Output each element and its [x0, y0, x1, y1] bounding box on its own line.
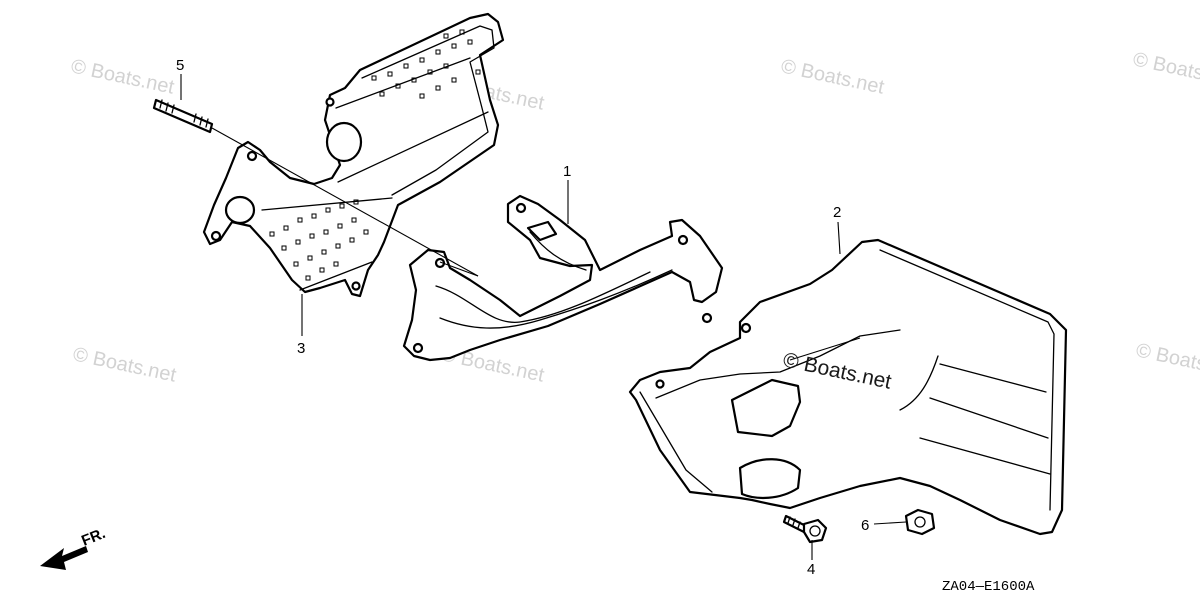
callout-2: 2 — [833, 204, 841, 221]
callout-3: 3 — [297, 340, 305, 357]
callout-leaders — [180, 74, 907, 560]
watermark-far-right-bottom: © Boats.net — [1134, 339, 1200, 382]
watermark-top-left: © Boats.net — [69, 55, 177, 98]
watermark-top-right: © Boats.net — [779, 55, 887, 98]
watermark-far-right-top: © Boats.net — [1131, 48, 1200, 91]
assembly-lines — [211, 127, 861, 361]
diagram-code: ZA04—E1600A — [942, 579, 1035, 595]
callout-5: 5 — [176, 57, 184, 74]
muffler-part-2 — [628, 238, 1068, 536]
front-direction-indicator: FR. — [40, 525, 108, 570]
protector-part-3 — [202, 12, 505, 298]
front-label: FR. — [79, 525, 108, 550]
perforation-pattern — [269, 29, 481, 281]
exhaust-manifold-part-1 — [402, 194, 724, 362]
callout-4: 4 — [807, 561, 815, 578]
callout-1: 1 — [563, 163, 571, 180]
flange-nut-part-6 — [904, 508, 936, 536]
flange-bolt-part-4 — [782, 514, 828, 544]
callout-numbers: 5 1 2 3 4 6 — [176, 57, 869, 578]
callout-6: 6 — [861, 517, 869, 534]
stud-bolt-part-5 — [152, 98, 214, 134]
watermark-bottom-left: © Boats.net — [71, 343, 179, 386]
front-arrow-icon — [40, 546, 88, 570]
